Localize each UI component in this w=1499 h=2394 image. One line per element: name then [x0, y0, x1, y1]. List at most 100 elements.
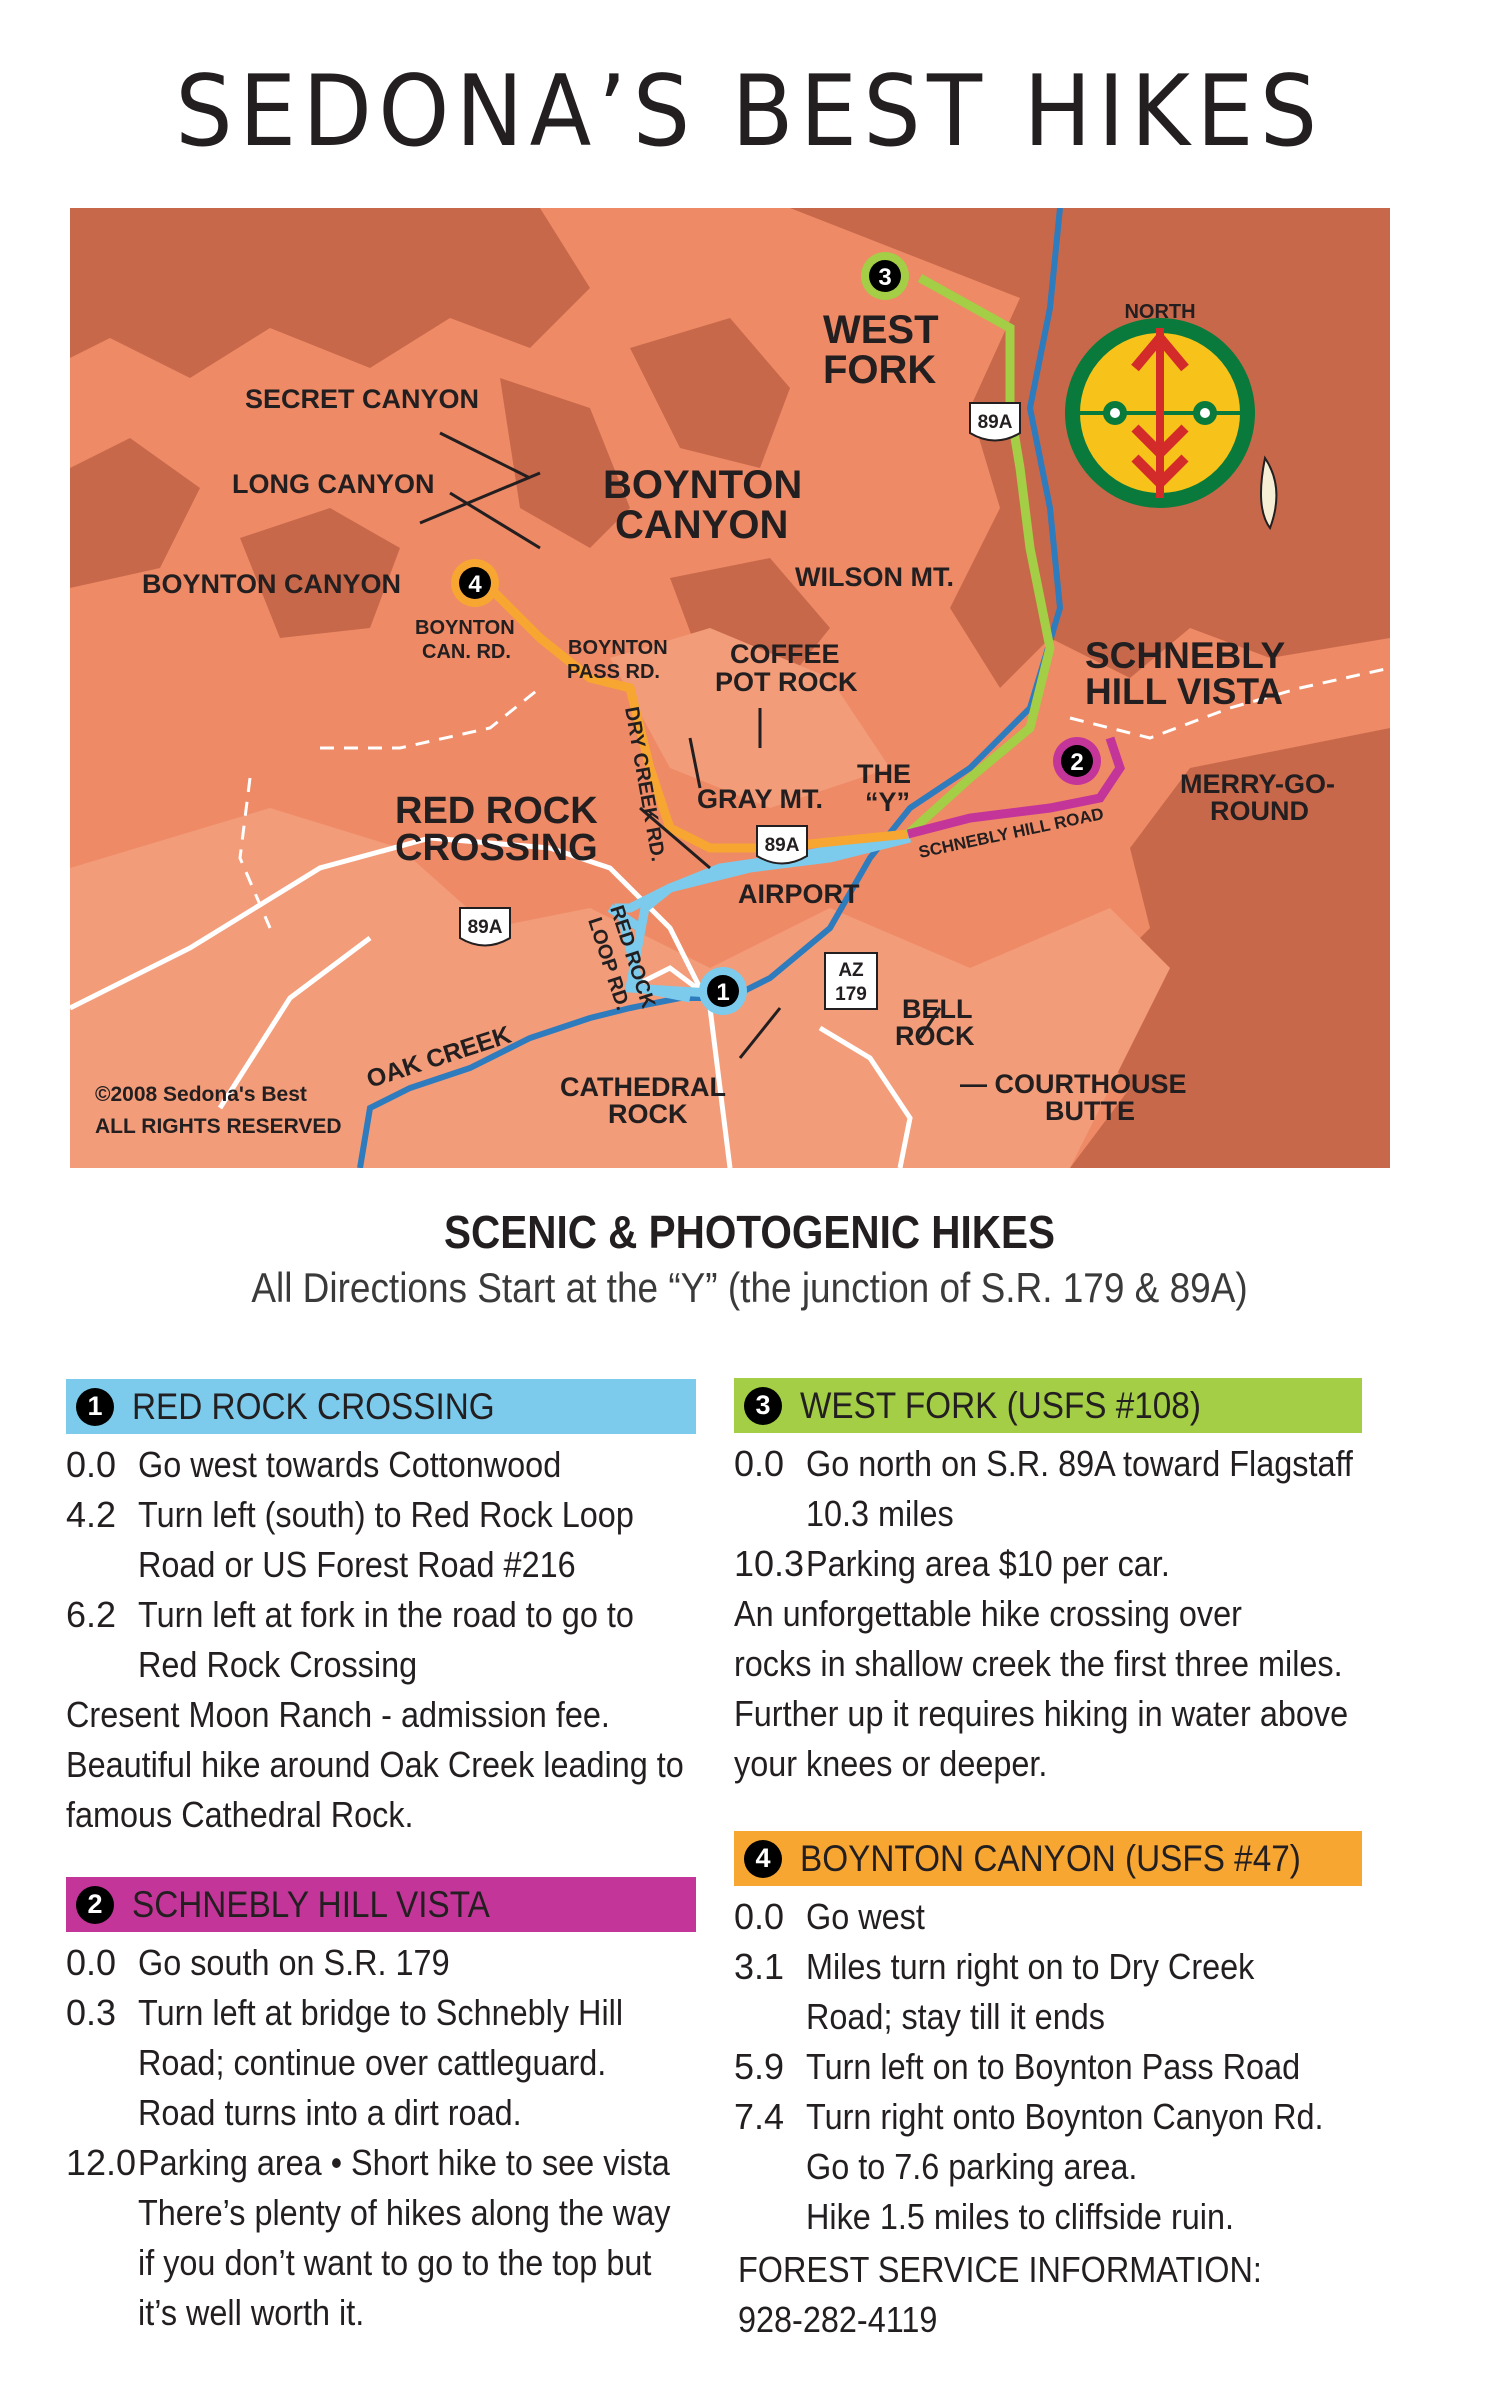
label-bell-rock: ROCK: [895, 1021, 975, 1051]
svg-text:3: 3: [878, 264, 891, 291]
direction-row: Road; stay till it ends: [806, 1996, 1105, 2037]
hike-note: your knees or deeper.: [734, 1743, 1048, 1784]
label-the-y: “Y”: [865, 787, 910, 817]
terrain-valleys: [70, 628, 1170, 1168]
route-2: [906, 736, 1125, 839]
label-coffee-pot-rock: COFFEE: [730, 639, 840, 669]
label-boynton-canyon-big: BOYNTON: [603, 463, 802, 507]
forest-service-label: FOREST SERVICE INFORMATION:: [738, 2249, 1262, 2290]
svg-text:89A: 89A: [978, 412, 1013, 433]
hike-header-bar: 4 BOYNTON CANYON (USFS #47): [734, 1831, 1362, 1886]
label-red-rock-crossing: CROSSING: [395, 827, 598, 869]
direction-row: Road turns into a dirt road.: [138, 2092, 522, 2133]
direction-row: if you don’t want to go to the top but: [138, 2242, 652, 2283]
label-bell-rock: BELL: [902, 994, 973, 1024]
label-boynton-canyon-big: CANYON: [615, 503, 788, 547]
hike-title: RED ROCK CROSSING: [132, 1385, 495, 1427]
svg-text:1: 1: [716, 979, 729, 1006]
hike-note: Further up it requires hiking in water a…: [734, 1693, 1349, 1734]
highway-az179-shield: AZ 179: [824, 952, 878, 1010]
label-merry-go-round: MERRY-GO-: [1180, 769, 1335, 799]
direction-row: There’s plenty of hikes along the way: [138, 2192, 671, 2233]
label-airport: AIRPORT: [738, 879, 860, 909]
label-schnebly-hill-vista: HILL VISTA: [1085, 671, 1283, 712]
hike-header-bar: 1 RED ROCK CROSSING: [66, 1379, 696, 1434]
highway-89a-shield: 89A: [969, 402, 1021, 442]
label-secret-canyon: SECRET CANYON: [245, 384, 479, 414]
label-cathedral-rock: CATHEDRAL: [560, 1072, 726, 1102]
direction-row: Road; continue over cattleguard.: [138, 2042, 607, 2083]
label-west-fork: FORK: [823, 348, 936, 392]
marker-1: 1: [699, 967, 747, 1015]
hike-header-bar: 3 WEST FORK (USFS #108): [734, 1378, 1362, 1433]
label-long-canyon: LONG CANYON: [232, 469, 435, 499]
direction-row: Hike 1.5 miles to cliffside ruin.: [806, 2196, 1234, 2237]
north-label: NORTH: [1124, 301, 1195, 323]
subheading-title: SCENIC & PHOTOGENIC HIKES: [443, 1206, 1056, 1258]
hike-number-badge: 1: [76, 1387, 114, 1426]
map-svg: NORTH 89A 89A 89A AZ 179 3 4 2 1 WEST FO…: [70, 208, 1390, 1168]
highway-89a-shield: 89A: [756, 825, 808, 865]
label-west-fork: WEST: [823, 308, 939, 352]
label-boynton-can-rd: BOYNTON: [415, 617, 515, 639]
marker-2: 2: [1053, 737, 1101, 785]
hike-number-badge: 2: [76, 1885, 114, 1924]
direction-row: Red Rock Crossing: [138, 1644, 418, 1685]
svg-text:4: 4: [468, 571, 482, 598]
label-cathedral-rock: ROCK: [608, 1099, 688, 1129]
hike-title: SCHNEBLY HILL VISTA: [132, 1883, 490, 1925]
label-coffee-pot-rock: POT ROCK: [715, 667, 858, 697]
svg-text:2: 2: [1070, 749, 1083, 776]
direction-row: Go to 7.6 parking area.: [806, 2146, 1138, 2187]
label-wilson-mt: WILSON MT.: [795, 562, 954, 592]
boundary-line: [320, 686, 541, 750]
marker-3: 3: [861, 252, 909, 300]
copyright-line: ©2008 Sedona's Best: [95, 1083, 307, 1106]
svg-text:179: 179: [835, 984, 867, 1005]
marker-4: 4: [451, 559, 499, 607]
label-boynton-canyon: BOYNTON CANYON: [142, 569, 401, 599]
direction-row: it’s well worth it.: [138, 2292, 365, 2333]
svg-text:89A: 89A: [765, 835, 800, 856]
label-courthouse-butte: BUTTE: [1045, 1096, 1135, 1126]
label-schnebly-hill-vista: SCHNEBLY: [1085, 635, 1285, 676]
hike-title: WEST FORK (USFS #108): [800, 1384, 1201, 1426]
forest-service-info: FOREST SERVICE INFORMATION: 928-282-4119: [738, 2245, 1358, 2345]
hike-note: An unforgettable hike crossing over: [734, 1593, 1242, 1634]
north-compass-icon: [1065, 318, 1278, 531]
highway-89a-shield: 89A: [459, 907, 511, 947]
forest-service-phone: 928-282-4119: [738, 2299, 938, 2340]
boundary-line: [1069, 666, 1390, 740]
hike-note: rocks in shallow creek the first three m…: [734, 1643, 1343, 1684]
hike-note: Beautiful hike around Oak Creek leading …: [66, 1744, 684, 1785]
label-gray-mt: GRAY MT.: [697, 784, 823, 814]
hike-note: Cresent Moon Ranch - admission fee.: [66, 1694, 610, 1735]
label-boynton-pass-rd: BOYNTON: [568, 637, 668, 659]
label-merry-go-round: ROUND: [1210, 796, 1309, 826]
label-courthouse-butte: — COURTHOUSE: [960, 1069, 1187, 1099]
hike-header-bar: 2 SCHNEBLY HILL VISTA: [66, 1877, 696, 1932]
hike-number-badge: 3: [744, 1386, 782, 1425]
route-4: [476, 574, 909, 853]
subheading-directions: All Directions Start at the “Y” (the jun…: [251, 1264, 1248, 1311]
oak-creek: [357, 208, 1064, 1168]
pointer-lines: [419, 431, 942, 1059]
direction-row: 10.3 miles: [806, 1493, 954, 1534]
svg-text:89A: 89A: [468, 917, 503, 938]
label-boynton-can-rd: CAN. RD.: [422, 641, 511, 663]
